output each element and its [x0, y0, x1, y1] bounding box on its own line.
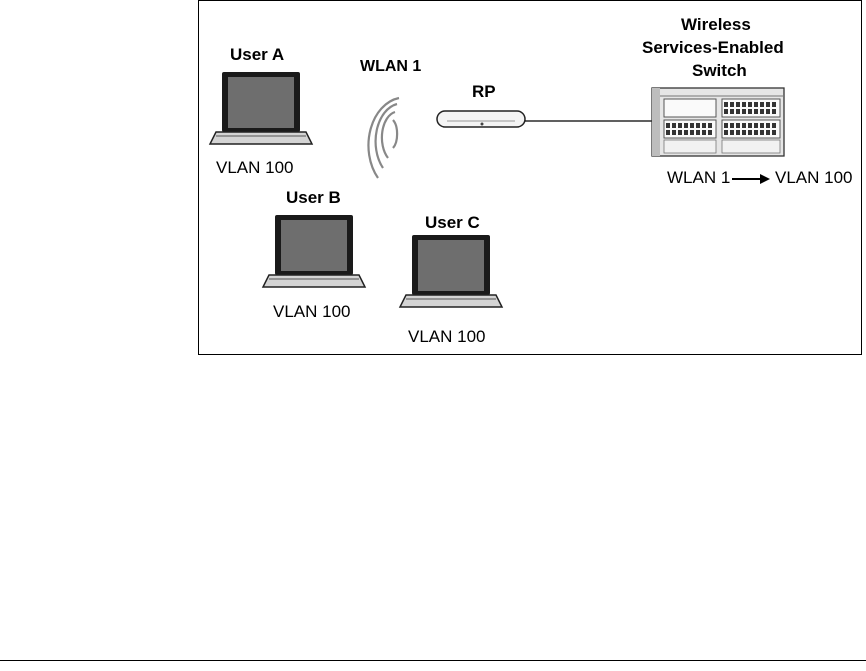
- user-a-laptop-icon: [209, 71, 313, 145]
- footer-rule: [0, 660, 866, 661]
- user-b-label: User B: [286, 188, 341, 207]
- user-c-label: User C: [425, 213, 480, 232]
- user-b-vlan-label: VLAN 100: [273, 302, 351, 321]
- switch-chassis-icon: [651, 87, 785, 157]
- mapping-to-label: VLAN 100: [775, 168, 853, 187]
- user-a-vlan-label: VLAN 100: [216, 158, 294, 177]
- user-a-label: User A: [230, 45, 285, 64]
- wlan-label: WLAN 1: [360, 58, 422, 75]
- switch-title-line3: Switch: [692, 61, 747, 80]
- mapping-from-label: WLAN 1: [667, 168, 731, 187]
- user-c-laptop-icon: [399, 234, 503, 308]
- rp-label: RP: [472, 82, 496, 101]
- rp-access-point-icon: [436, 110, 526, 128]
- user-b-laptop-icon: [262, 214, 366, 288]
- switch-title-line1: Wireless: [681, 15, 751, 34]
- wireless-signal-icon: [367, 96, 400, 179]
- switch-title-line2: Services-Enabled: [642, 38, 784, 57]
- mapping-arrow-icon: [732, 174, 770, 184]
- user-c-vlan-label: VLAN 100: [408, 327, 486, 346]
- diagram-frame: [198, 0, 862, 355]
